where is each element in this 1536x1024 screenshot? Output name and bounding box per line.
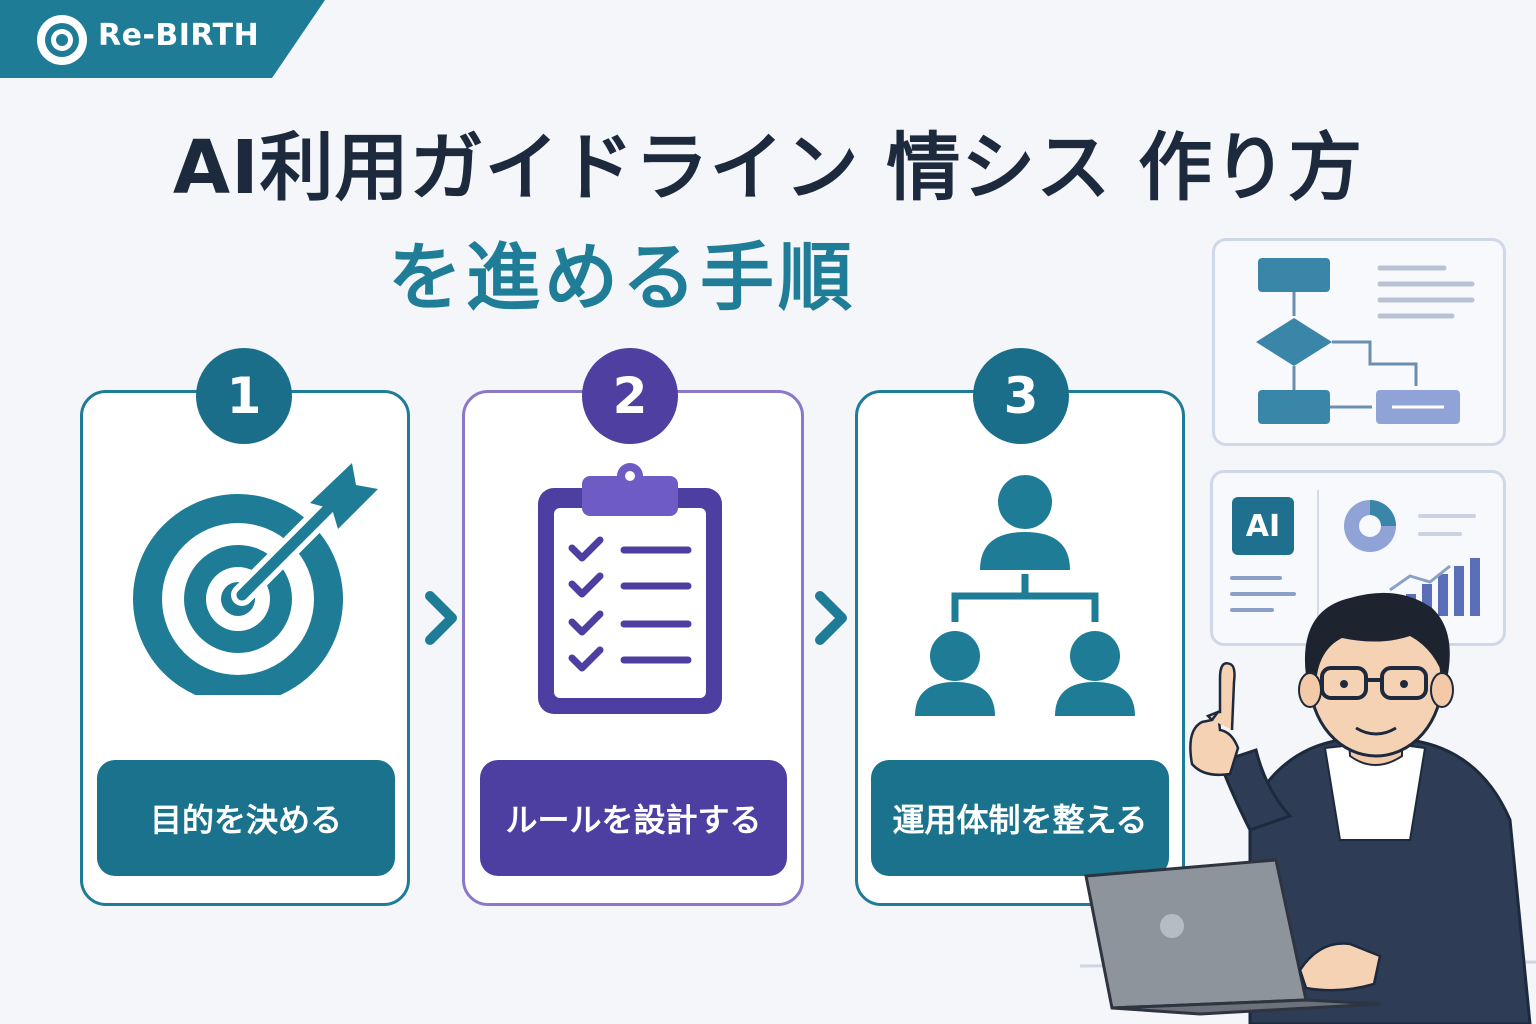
- step-label-1: 目的を決める: [97, 760, 395, 876]
- step-label-3: 運用体制を整える: [871, 760, 1169, 876]
- target-icon: [133, 463, 378, 695]
- presenter-illustration: [1080, 592, 1536, 1024]
- step-number-badge: 3: [973, 348, 1069, 444]
- flowchart-icon: [1256, 258, 1475, 424]
- brand-logo-icon: [37, 15, 87, 65]
- chevron-right-icon: [815, 591, 847, 645]
- step-number-badge: 1: [196, 348, 292, 444]
- chevron-right-icon: [425, 591, 457, 645]
- org-chart-icon: [915, 475, 1135, 716]
- brand-name: Re-BIRTH: [98, 18, 260, 53]
- brand-banner: [0, 0, 325, 78]
- step-label-2: ルールを設計する: [480, 760, 787, 876]
- dashboard-chart-icon: [1230, 490, 1480, 620]
- clipboard-checklist-icon: [538, 463, 722, 714]
- ai-badge: AI: [1232, 497, 1294, 555]
- page-subtitle: を進める手順: [388, 235, 856, 321]
- step-number-badge: 2: [582, 348, 678, 444]
- page-title: AI利用ガイドライン 情シス 作り方: [172, 125, 1364, 211]
